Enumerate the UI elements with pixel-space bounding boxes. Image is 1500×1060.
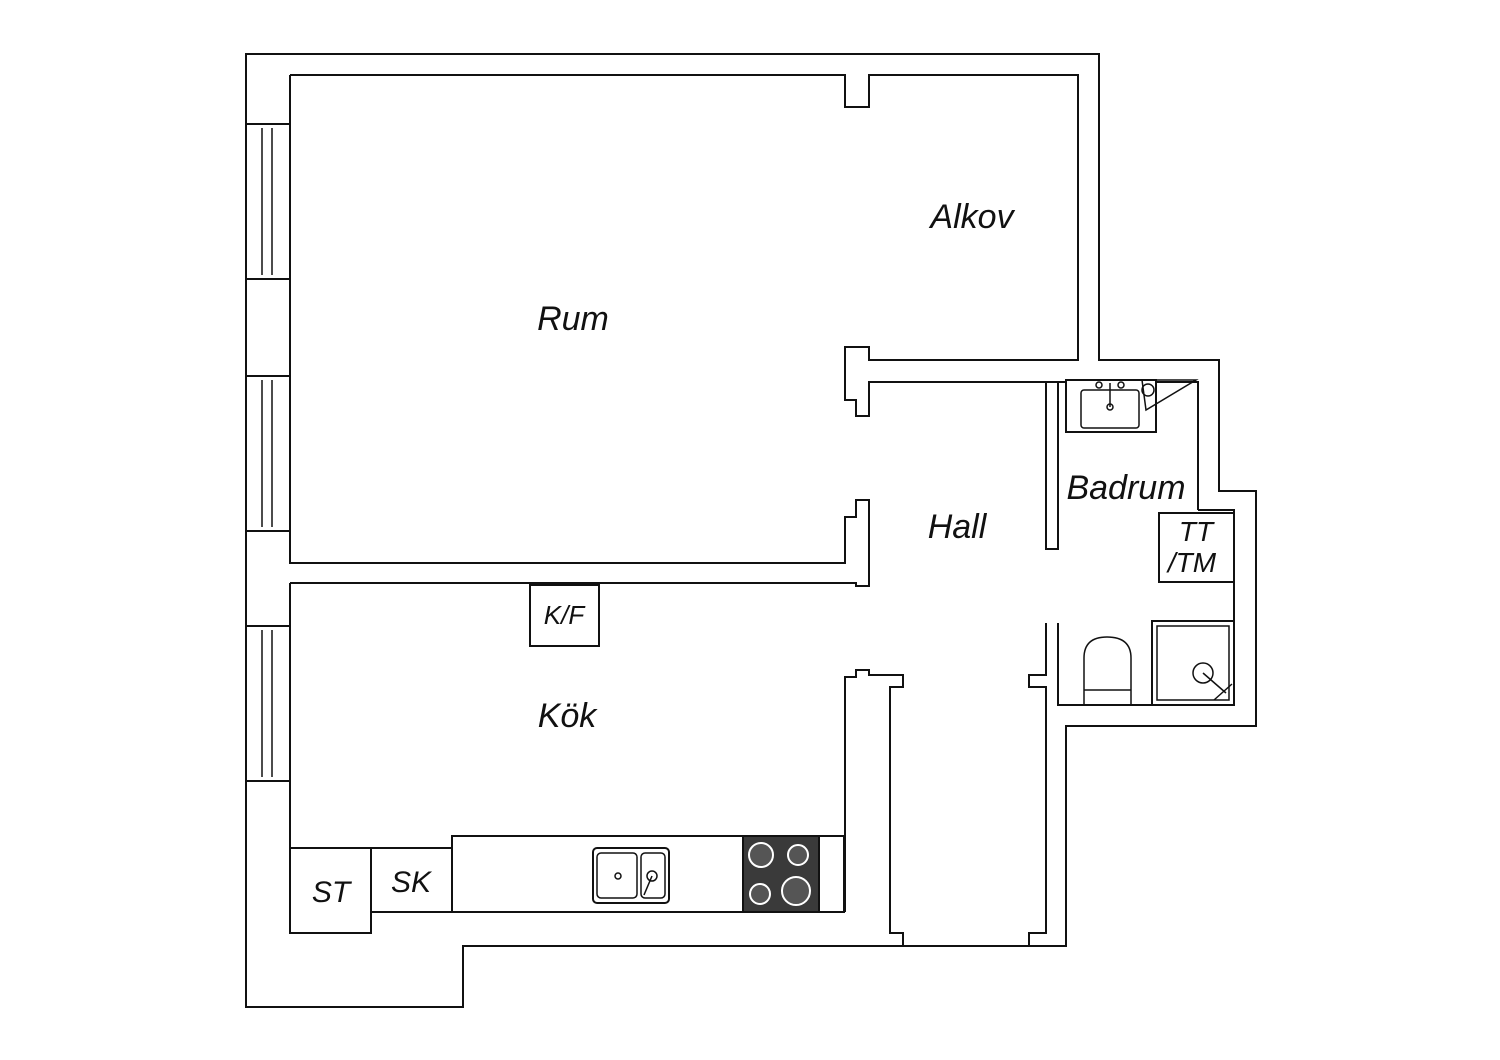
hall-bath-partition-upper [1045, 382, 1059, 550]
kok-right-wall [844, 669, 904, 946]
bathroom-sink [1065, 379, 1199, 433]
rum-left-bottom-wall [289, 75, 870, 587]
outer-wall [245, 53, 1257, 1008]
room-label-kok: Kök [538, 697, 599, 735]
toilet [1083, 636, 1132, 705]
st-label: ST [312, 876, 353, 909]
tm-label: /TM [1166, 547, 1217, 578]
sk-label: SK [391, 866, 433, 899]
rum-alkov-inner-wall [290, 74, 1079, 417]
tt-tm-box [1158, 512, 1235, 583]
room-label-badrum: Badrum [1066, 469, 1185, 507]
kf-label: K/F [544, 600, 587, 630]
room-label-hall: Hall [928, 508, 988, 546]
kitchen-sink [592, 847, 670, 904]
window-1 [245, 123, 291, 280]
sk-box [370, 847, 453, 913]
kf-box [529, 584, 600, 647]
tt-label: TT [1179, 516, 1215, 547]
window-2 [245, 375, 291, 532]
kitchen-stove [742, 835, 820, 913]
shower [1151, 620, 1235, 706]
window-3 [245, 625, 291, 782]
room-label-rum: Rum [537, 300, 609, 338]
hall-bath-partition-lower [1028, 623, 1047, 946]
room-label-alkov: Alkov [928, 198, 1015, 236]
